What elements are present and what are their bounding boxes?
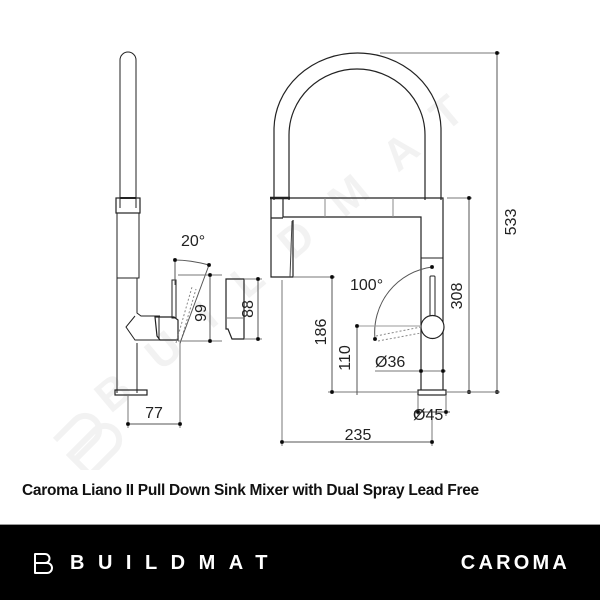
watermark-logo-icon [52,412,123,470]
footer-bar: BUILDMAT CAROMA [0,525,600,600]
caroma-brand[interactable]: CAROMA [461,548,570,578]
dim-spout-clearance: 186 [313,319,330,346]
dim-overall-height: 533 [503,209,520,236]
caroma-wordmark: CAROMA [460,551,570,574]
dim-handle-height: 88 [240,300,257,318]
dim-handle-reach: 77 [145,405,163,422]
dim-lever-height: 110 [337,345,354,371]
buildmat-logo-icon [34,553,53,574]
dim-body-height: 308 [449,283,466,310]
buildmat-brand[interactable]: BUILDMAT [32,548,281,578]
dim-lever-rotation: 100° [350,277,383,294]
side-view [114,51,262,428]
dim-lever-diameter: Ø36 [375,354,405,371]
watermark: BUILDMAT [86,64,499,422]
dim-lever-height: 99 [193,304,210,322]
buildmat-wordmark: BUILDMAT [70,551,281,574]
svg-text:BUILDMAT: BUILDMAT [86,64,499,422]
dim-spout-reach: 235 [345,427,372,444]
front-view [270,51,500,446]
technical-drawing: BUILDMAT [52,51,520,470]
product-title: Caroma Liano II Pull Down Sink Mixer wit… [22,482,479,499]
dim-lever-angle: 20° [181,233,205,250]
divider [0,524,600,525]
dim-base-diameter: Ø45 [413,407,443,424]
